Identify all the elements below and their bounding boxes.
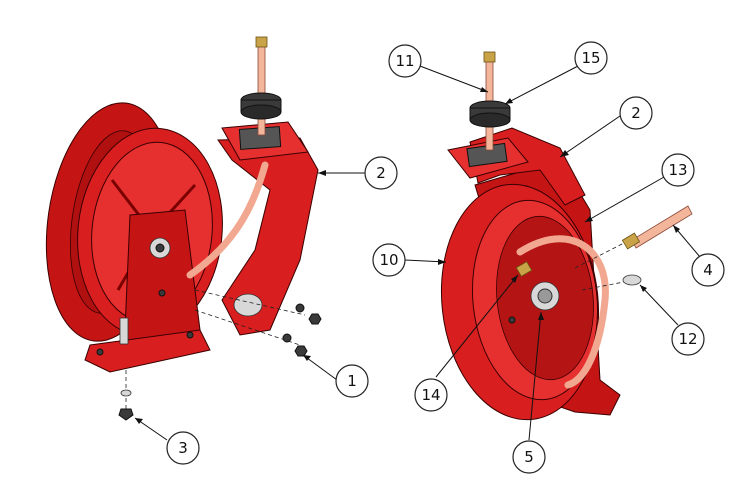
callout-4: 4 xyxy=(691,253,725,287)
left-vertical-pipe xyxy=(257,44,266,136)
leader-5 xyxy=(528,311,542,441)
callout-15-label: 15 xyxy=(581,49,600,67)
left-bolt-hole xyxy=(158,289,166,297)
callout-12: 12 xyxy=(671,322,705,356)
callout-14-label: 14 xyxy=(421,386,440,404)
leader-2b xyxy=(559,115,621,158)
left-bolt-line-1 xyxy=(194,289,306,316)
leader-12 xyxy=(639,284,679,326)
callout-1-circle xyxy=(335,364,369,398)
left-arm-hose xyxy=(186,161,269,279)
washer-1 xyxy=(295,303,305,313)
arrow-15 xyxy=(505,98,513,104)
right-pipe-fitting xyxy=(483,51,496,63)
callout-12-label: 12 xyxy=(678,330,697,348)
callout-3-circle xyxy=(166,431,200,465)
callout-1-label: 1 xyxy=(347,372,357,390)
callout-5-label: 5 xyxy=(524,448,534,466)
left-hardware xyxy=(118,289,322,421)
nut-1 xyxy=(308,313,322,325)
left-lock-pin xyxy=(119,317,129,345)
hose-end-pipe xyxy=(631,205,693,249)
callout-1: 1 xyxy=(335,364,369,398)
right-drum-bolt xyxy=(508,316,516,324)
callout-2-right-label: 2 xyxy=(631,104,641,122)
left-base-hole-2 xyxy=(186,331,194,339)
left-stand-base xyxy=(84,329,211,373)
callout-13: 13 xyxy=(661,153,695,187)
callouts: 1 2 3 2 4 5 10 11 xyxy=(166,41,725,474)
left-bolt-line-2 xyxy=(194,309,301,346)
left-hub-center xyxy=(155,243,165,253)
nut-2 xyxy=(294,345,308,357)
arrow-5 xyxy=(538,312,544,320)
arrow-1 xyxy=(303,355,311,361)
callout-12-circle xyxy=(671,322,705,356)
leader-1 xyxy=(302,354,338,381)
callout-10: 10 xyxy=(372,243,406,277)
left-collar-bottom xyxy=(240,104,282,120)
arrow-10 xyxy=(438,259,446,265)
leader-14 xyxy=(435,274,519,378)
callout-15: 15 xyxy=(574,41,608,75)
left-pipe-fitting xyxy=(255,36,268,48)
callout-2-left: 2 xyxy=(364,156,398,190)
right-hose-wrap xyxy=(516,235,609,389)
callout-11-circle xyxy=(388,44,422,78)
right-collar-bottom xyxy=(469,112,511,128)
arrow-12 xyxy=(640,285,647,292)
right-swivel-fitting xyxy=(515,261,533,277)
arrow-3 xyxy=(135,418,143,424)
bottom-washer xyxy=(120,389,132,397)
clamp-dash xyxy=(581,281,625,291)
arrow-13 xyxy=(585,216,593,222)
callout-4-circle xyxy=(691,253,725,287)
callout-4-label: 4 xyxy=(703,261,713,279)
hose-end-fitting xyxy=(621,232,641,250)
arrow-2a xyxy=(318,170,326,176)
leader-11 xyxy=(419,65,489,93)
arrow-4 xyxy=(673,225,680,233)
leader-13 xyxy=(584,176,665,223)
left-spokes xyxy=(110,179,197,291)
callout-11: 11 xyxy=(388,44,422,78)
arrow-14 xyxy=(511,275,518,283)
right-clamp-12 xyxy=(622,274,642,286)
callout-3-label: 3 xyxy=(178,439,188,457)
left-arm-pivot xyxy=(233,293,263,317)
callout-14-circle xyxy=(414,378,448,412)
callout-13-circle xyxy=(661,153,695,187)
callout-2-left-label: 2 xyxy=(376,164,386,182)
callout-2-right: 2 xyxy=(619,96,653,130)
callout-2-right-circle xyxy=(619,96,653,130)
arrow-11 xyxy=(480,87,488,92)
callout-10-circle xyxy=(372,243,406,277)
callout-10-label: 10 xyxy=(379,251,398,269)
callout-3: 3 xyxy=(166,431,200,465)
hose-end-dash xyxy=(574,242,625,269)
right-hub-inner xyxy=(537,288,553,304)
callout-5: 5 xyxy=(512,440,546,474)
leader-lines xyxy=(134,65,701,441)
callout-11-label: 11 xyxy=(395,52,414,70)
callout-13-label: 13 xyxy=(668,161,687,179)
arrow-2b xyxy=(560,150,569,157)
left-base-hole-1 xyxy=(96,348,104,356)
washer-2 xyxy=(282,333,292,343)
left-reel-assembly xyxy=(45,102,223,373)
callout-15-circle xyxy=(574,41,608,75)
bottom-nut xyxy=(118,408,134,421)
leader-15 xyxy=(504,65,579,105)
callout-5-circle xyxy=(512,440,546,474)
callout-2-left-circle xyxy=(364,156,398,190)
callout-14: 14 xyxy=(414,378,448,412)
right-reel-assembly xyxy=(440,51,693,421)
left-swing-arm xyxy=(186,36,319,336)
